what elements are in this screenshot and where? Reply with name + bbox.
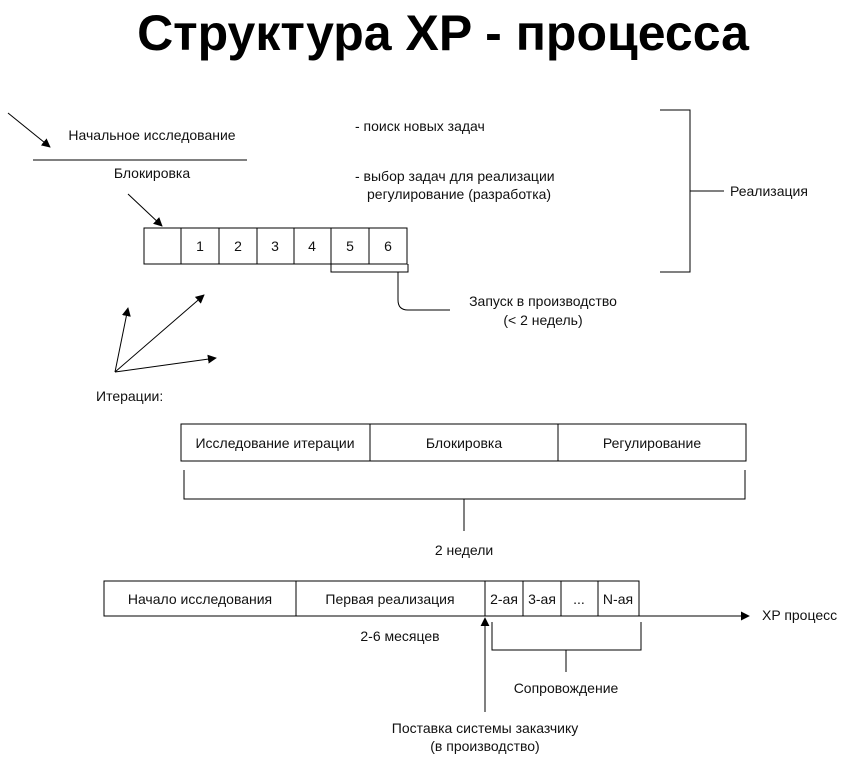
blocking-label: Блокировка	[114, 165, 191, 181]
delivery-sublabel: (в производство)	[430, 738, 539, 754]
release-cell	[597, 580, 640, 617]
delivery-label: Поставка системы заказчику	[392, 720, 579, 736]
iterations-label: Итерации:	[96, 388, 163, 404]
iteration-arrow	[114, 307, 131, 373]
top-cell	[218, 227, 258, 265]
top-cell	[368, 227, 408, 265]
page-title: Структура XP - процесса	[137, 5, 750, 61]
launch-duration: (< 2 недель)	[503, 312, 582, 328]
note-regulation: регулирование (разработка)	[367, 186, 551, 202]
release-cell-label: Начало исследования	[128, 591, 272, 607]
launch-bracket	[330, 264, 409, 273]
entry-arrow	[7, 112, 51, 148]
top-cell	[293, 227, 332, 265]
top-cell-label: 4	[308, 238, 316, 254]
top-cell-label: 1	[196, 238, 204, 254]
release-cell	[103, 580, 297, 617]
release-cell-label: ...	[573, 591, 585, 607]
launch-connector	[397, 272, 450, 311]
iteration-arrow	[114, 354, 217, 373]
iteration-cell-label: Регулирование	[603, 435, 701, 451]
realization-bracket	[660, 109, 691, 273]
maintenance-label: Сопровождение	[514, 680, 619, 696]
iteration-cell-label: Блокировка	[426, 435, 503, 451]
top-cell-label: 5	[346, 238, 354, 254]
note-select-tasks: - выбор задач для реализации	[355, 168, 555, 184]
iteration-cell	[180, 423, 371, 462]
maintenance-bracket	[491, 622, 642, 651]
note-search-tasks: - поиск новых задач	[355, 118, 485, 134]
release-cell-label: 2-ая	[490, 591, 518, 607]
release-cell	[522, 580, 562, 617]
blocking-arrow	[127, 193, 163, 227]
xp-process-label: XP процесс	[762, 607, 837, 623]
initial-research-label: Начальное исследование	[68, 127, 235, 143]
top-cell-label: 2	[234, 238, 242, 254]
release-cell	[295, 580, 486, 617]
iteration-cell-label: Исследование итерации	[195, 435, 354, 451]
top-cells: 1 2 3 4 5 6	[143, 227, 408, 265]
iteration-cell	[557, 423, 747, 462]
top-cell-label: 6	[384, 238, 392, 254]
release-cell-label: 3-ая	[528, 591, 556, 607]
release-cells: Начало исследования Первая реализация 2-…	[103, 580, 640, 617]
release-cell	[484, 580, 524, 617]
months-label: 2-6 месяцев	[360, 628, 439, 644]
realization-label: Реализация	[730, 183, 808, 199]
iteration-duration: 2 недели	[435, 542, 493, 558]
top-cell	[143, 227, 182, 265]
release-cell-label: N-ая	[603, 591, 633, 607]
launch-label: Запуск в производство	[469, 293, 617, 309]
release-cell-label: Первая реализация	[325, 591, 454, 607]
iteration-arrow	[114, 294, 205, 373]
iteration-arrows	[114, 294, 217, 373]
iteration-cell	[369, 423, 559, 462]
iteration-bracket	[183, 470, 746, 500]
release-cell	[560, 580, 599, 617]
top-cell	[256, 227, 295, 265]
iteration-cells: Исследование итерации Блокировка Регулир…	[180, 423, 747, 462]
top-cell-label: 3	[271, 238, 279, 254]
